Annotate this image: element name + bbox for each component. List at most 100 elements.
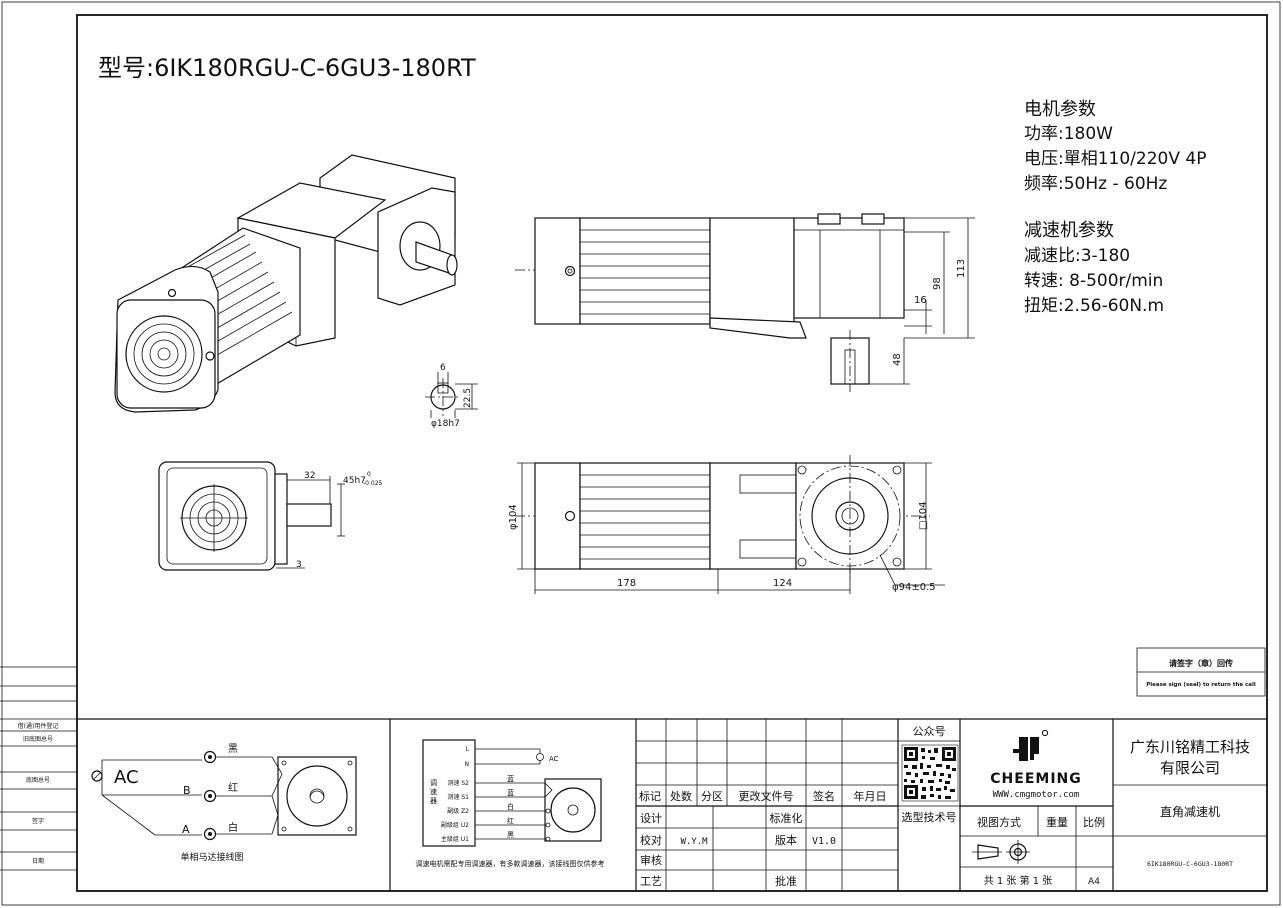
term-u2: 副级组 U2 xyxy=(441,821,469,829)
strip-label-borrowed: 借(通)用件登记 xyxy=(18,722,59,730)
dim-32: 32 xyxy=(304,471,315,481)
reducer-params: 减速机参数 减速比:3-180 转速: 8-500r/min 扭矩:2.56-6… xyxy=(1024,220,1164,316)
company-line2: 有限公司 xyxy=(1160,759,1220,777)
motor-param-frequency: 频率:50Hz - 60Hz xyxy=(1024,174,1167,194)
dim-124: 124 xyxy=(773,578,792,589)
term-s2: 测速 S2 xyxy=(447,779,469,787)
controller-char-3: 器 xyxy=(430,797,437,805)
company-line1: 广东川铭精工科技 xyxy=(1130,738,1250,756)
tb-date: 年月日 xyxy=(854,789,887,803)
dim-16: 16 xyxy=(914,295,927,306)
strip-label-sign: 签字 xyxy=(32,817,44,825)
wire-z2: 白 xyxy=(507,802,514,811)
brand-name: CHEEMING xyxy=(990,771,1081,787)
tb-sheets: 共 1 张 第 1 张 xyxy=(984,874,1053,887)
tb-version: V1.0 xyxy=(812,836,836,847)
wiring-red: 红 xyxy=(228,781,238,794)
term-u1: 主级组 U1 xyxy=(441,835,469,843)
tb-change-doc: 更改文件号 xyxy=(739,789,794,803)
tb-wechat: 公众号 xyxy=(913,725,946,738)
wire-s1: 蓝 xyxy=(507,788,514,797)
term-z2: 副级 Z2 xyxy=(447,807,469,815)
controller-ac-label: AC xyxy=(549,755,559,763)
wire-u2: 红 xyxy=(507,816,514,825)
tb-version-label: 版本 xyxy=(775,833,797,847)
wiring-white: 白 xyxy=(228,821,238,834)
tb-process: 工艺 xyxy=(640,875,662,888)
motor-param-voltage: 电压:單相110/220V 4P xyxy=(1024,149,1206,169)
reducer-param-speed: 转速: 8-500r/min xyxy=(1024,271,1163,291)
tb-mark: 标记 xyxy=(639,789,661,803)
dim-shaft-dia: φ18h7 xyxy=(431,419,460,429)
wiring-mid-caption: 调速电机需配专用调速器，有多款调速器，该接线图仅供参考 xyxy=(416,859,605,868)
reducer-params-heading: 减速机参数 xyxy=(1024,220,1114,241)
left-strip: 借(通)用件登记 旧底图总号 底图总号 签字 日期 xyxy=(0,666,77,871)
shaft-section-detail: 6 22.5 φ18h7 xyxy=(425,363,478,429)
wiring-black: 黑 xyxy=(228,743,238,755)
tb-checker: W.Y.M xyxy=(680,837,708,847)
tb-approve: 批准 xyxy=(775,874,797,888)
wiring-left-caption: 单相马达接线图 xyxy=(180,851,243,863)
wiring-ac-label: AC xyxy=(114,767,139,788)
tb-paper: A4 xyxy=(1088,877,1100,887)
dim-113: 113 xyxy=(956,259,967,278)
motor-param-power: 功率:180W xyxy=(1024,124,1113,144)
dim-22-5: 22.5 xyxy=(463,388,473,408)
tb-design: 设计 xyxy=(640,812,662,825)
brand-logo xyxy=(1013,729,1049,761)
dim-phi104: φ104 xyxy=(508,504,519,530)
tb-signature: 签名 xyxy=(813,789,835,803)
controller-char-2: 速 xyxy=(430,788,437,796)
return-note-box: 请签字（章）回传 Please sign (seal) to return th… xyxy=(1136,647,1266,697)
wiring-a: A xyxy=(182,823,190,836)
tb-review: 审核 xyxy=(640,853,662,867)
dim-178: 178 xyxy=(617,578,636,589)
term-l: L xyxy=(466,746,470,753)
motor-params: 电机参数 功率:180W 电压:單相110/220V 4P 频率:50Hz - … xyxy=(1024,99,1206,194)
inner-border xyxy=(76,14,1268,892)
tb-weight: 重量 xyxy=(1046,815,1068,829)
model-title: 型号:6IK180RGU-C-6GU3-180RT xyxy=(98,54,476,82)
return-note-en: Please sign (seal) to return the call xyxy=(1146,682,1256,688)
dim-45h7: 45h7 xyxy=(343,476,366,486)
dim-3: 3 xyxy=(296,560,302,570)
return-note-cn: 请签字（章）回传 xyxy=(1169,658,1233,668)
wire-s2: 蓝 xyxy=(507,774,514,783)
dim-98: 98 xyxy=(932,277,943,290)
brand-website: WWW.cmgmotor.com xyxy=(993,790,1080,800)
model-small: 6IK180RGU-C-6GU3-180RT xyxy=(1147,860,1233,868)
controller-char-1: 调 xyxy=(430,778,437,787)
dim-6: 6 xyxy=(440,363,446,373)
tb-standard: 标准化 xyxy=(770,811,803,825)
tb-zone: 分区 xyxy=(701,790,723,803)
reducer-param-ratio: 减速比:3-180 xyxy=(1024,246,1130,266)
tb-scale: 比例 xyxy=(1083,815,1105,829)
side-view-top: 113 98 16 48 xyxy=(515,213,975,392)
term-n: N xyxy=(465,761,470,768)
isometric-motor-view xyxy=(114,154,458,413)
end-view: 32 45h7 0 -0.025 3 xyxy=(158,461,383,571)
projection-symbol-icon xyxy=(972,840,1030,864)
wire-u1: 黑 xyxy=(507,831,514,839)
strip-label-old-number: 旧底图总号 xyxy=(23,735,53,743)
wiring-b: B xyxy=(183,784,191,797)
motor-params-heading: 电机参数 xyxy=(1024,99,1096,120)
tb-check: 校对 xyxy=(640,833,662,847)
dim-tol-lower: -0.025 xyxy=(363,480,383,487)
dim-phi94: φ94±0.5 xyxy=(892,582,936,593)
product-name: 直角减速机 xyxy=(1160,805,1220,819)
qr-code xyxy=(901,744,959,802)
title-block: 标记 处数 分区 更改文件号 签名 年月日 设计 标准化 校对 W.Y.M 版本… xyxy=(636,719,1267,891)
tb-view-mode: 视图方式 xyxy=(977,815,1021,829)
dim-48: 48 xyxy=(892,353,903,366)
dim-sq104: □104 xyxy=(918,501,929,530)
dim-tol-upper: 0 xyxy=(367,471,371,478)
tb-count: 处数 xyxy=(670,790,692,803)
strip-label-base-number: 底图总号 xyxy=(26,776,50,784)
reducer-param-torque: 扭矩:2.56-60N.m xyxy=(1024,296,1164,316)
single-phase-wiring-diagram: AC 黑 红 白 B A 单相马达接线图 xyxy=(91,743,357,863)
strip-label-date: 日期 xyxy=(32,857,44,865)
side-view-bottom: φ104 □104 178 124 φ94±0.5 xyxy=(508,455,945,594)
